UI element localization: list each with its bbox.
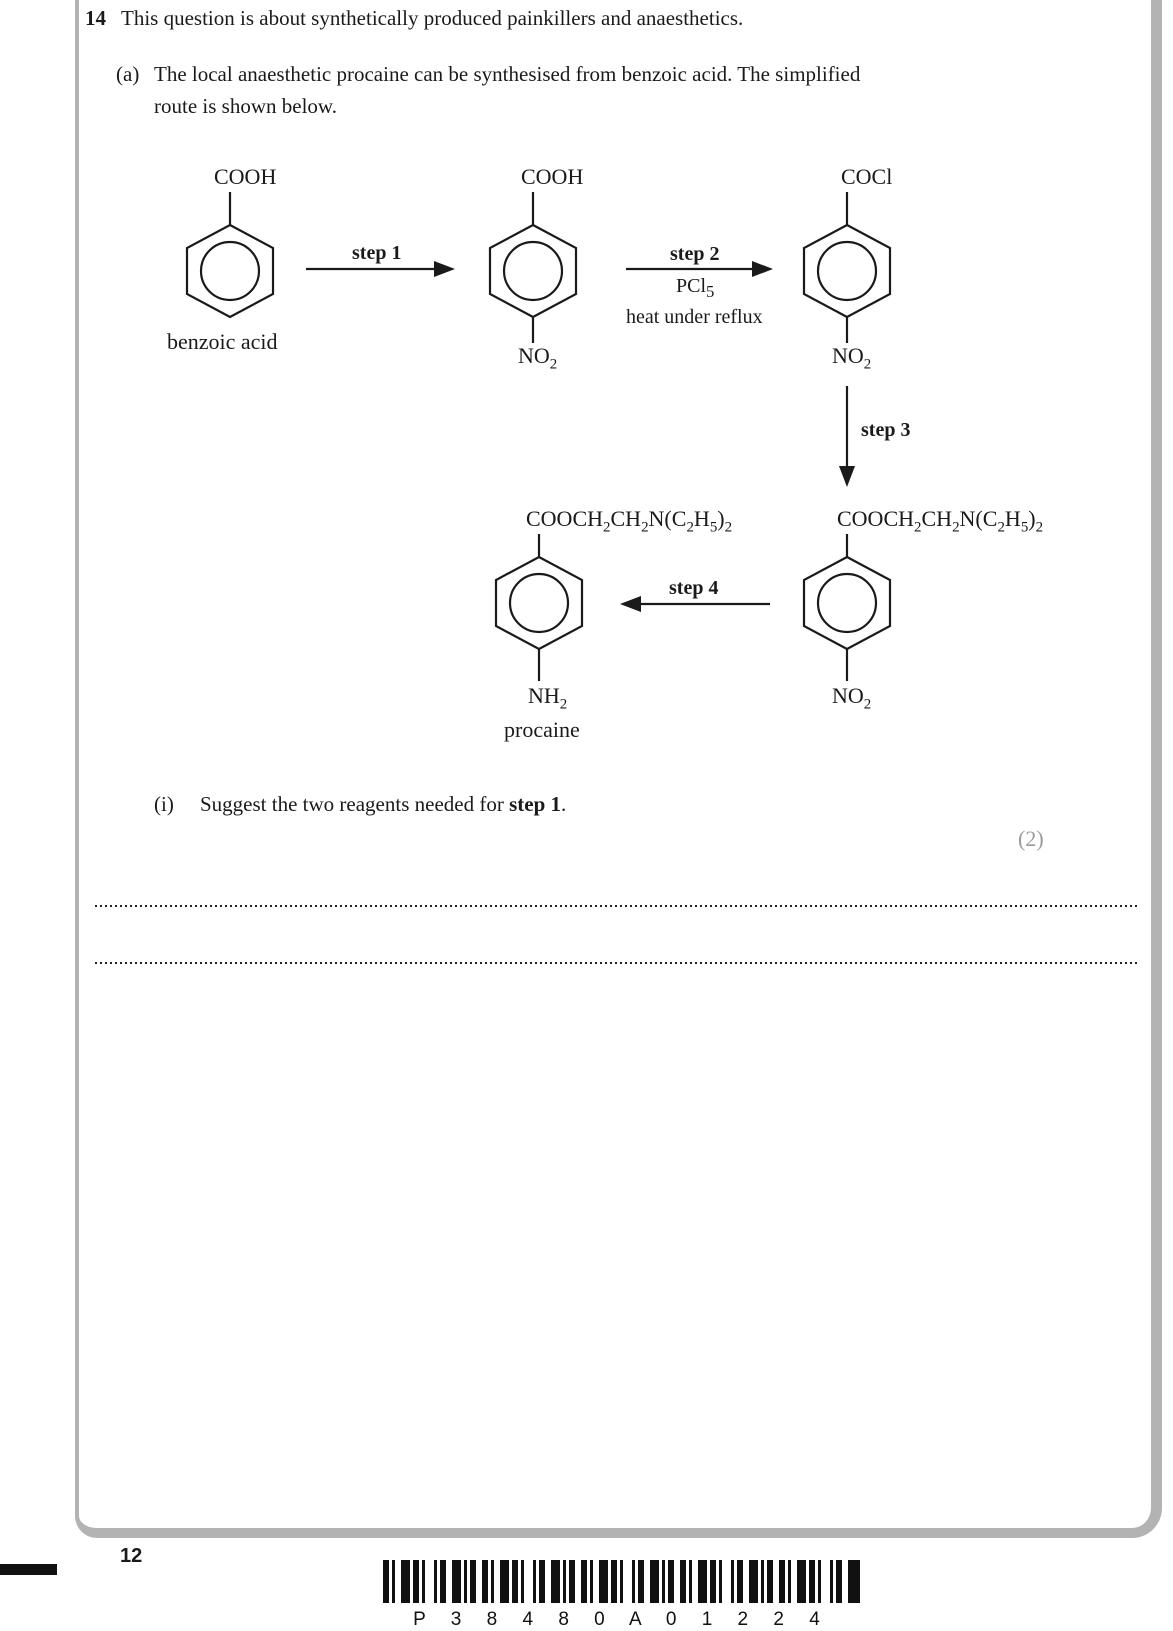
- arrow-step3: [839, 386, 855, 487]
- molecule-name-procaine: procaine: [504, 717, 580, 742]
- benzene-ring-benzoic-acid: [185, 192, 275, 319]
- question-intro: This question is about synthetically pro…: [121, 6, 744, 30]
- part-a-text-line2: route is shown below.: [154, 94, 337, 118]
- reaction-scheme-graphic: [185, 192, 892, 681]
- barcode-bars: [383, 1560, 860, 1603]
- part-i-question: Suggest the two reagents needed for step…: [200, 792, 566, 817]
- group-label-ester-procaine: COOCH2CH2N(C2H5)2: [526, 506, 733, 536]
- group-label-cooh-2: COOH: [521, 164, 584, 189]
- group-label-cocl: COCl: [841, 164, 893, 189]
- group-label-no2-ring3: NO2: [832, 343, 872, 373]
- arrow-step2: [626, 261, 773, 277]
- page-number: 12: [120, 1545, 143, 1567]
- group-label-no2-ring2: NO2: [518, 343, 558, 373]
- group-label-nh2: NH2: [528, 683, 568, 713]
- benzene-ring-acyl-chloride: [802, 192, 892, 343]
- printer-registration-mark: [0, 1564, 57, 1575]
- part-i-step-ref: step 1: [509, 792, 561, 816]
- step4-label: step 4: [669, 577, 719, 599]
- part-i-text: Suggest the two reagents needed for: [200, 792, 510, 816]
- arrow-step1: [306, 261, 455, 277]
- arrow-step4: [620, 596, 770, 612]
- step3-label: step 3: [861, 419, 911, 441]
- answer-line-1: [95, 904, 1137, 907]
- molecule-name-benzoic-acid: benzoic acid: [167, 329, 278, 354]
- marks-badge: (2): [1018, 826, 1044, 851]
- group-label-ester-nitro: COOCH2CH2N(C2H5)2: [837, 506, 1044, 536]
- answer-line-2: [95, 961, 1137, 964]
- step1-label: step 1: [352, 242, 402, 264]
- step2-label: step 2: [670, 243, 720, 265]
- benzene-ring-nitro-ester: [802, 534, 892, 681]
- step2-condition: heat under reflux: [626, 306, 763, 328]
- barcode: P 3 8 4 8 0 A 0 1 2 2 4: [383, 1560, 860, 1631]
- part-a-label: (a): [116, 62, 140, 86]
- step2-reagent: PCl5: [676, 275, 715, 301]
- benzene-ring-procaine: [494, 534, 584, 681]
- question-number: 14: [85, 6, 106, 30]
- part-i-period: .: [561, 792, 567, 816]
- page-border-frame: [75, 0, 1162, 1538]
- group-label-no2-ring5: NO2: [832, 683, 872, 713]
- benzene-ring-nitrobenzoic-acid: [488, 192, 578, 343]
- part-i-label: (i): [154, 792, 174, 816]
- barcode-text: P 3 8 4 8 0 A 0 1 2 2 4: [413, 1609, 830, 1630]
- group-label-cooh-1: COOH: [214, 164, 277, 189]
- part-a-text-line1: The local anaesthetic procaine can be sy…: [154, 62, 861, 86]
